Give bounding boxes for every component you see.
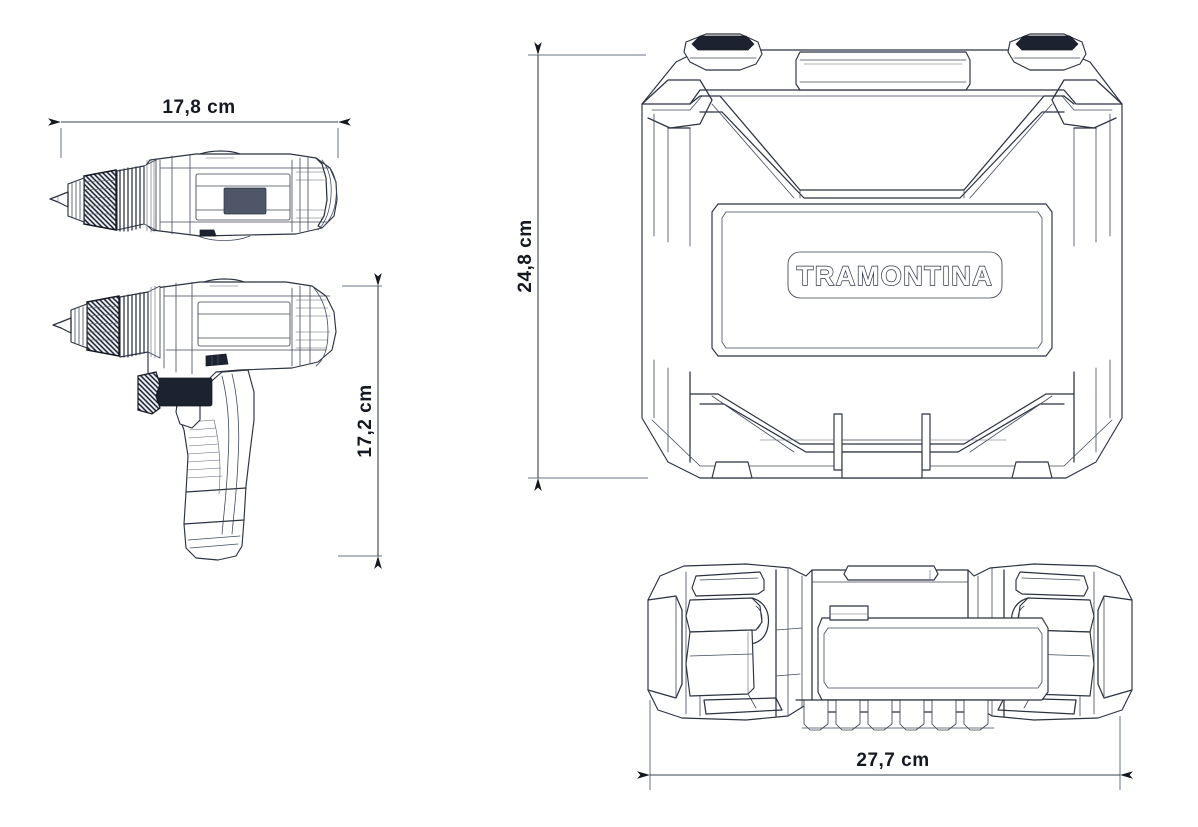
dimension-case-height: 24,8 cm: [515, 42, 648, 491]
motor-shaft-detail: [151, 377, 213, 407]
case-handle: [795, 51, 971, 91]
dimension-case-width: 27,7 cm: [637, 700, 1133, 790]
dimension-label-case-height: 24,8 cm: [515, 219, 536, 292]
drill-side-view: [52, 278, 337, 561]
drill-top-view: [49, 150, 338, 241]
dimension-label-case-width: 27,7 cm: [856, 750, 929, 771]
chuck-top: [83, 169, 117, 231]
chuck-side: [86, 295, 120, 357]
case-top-latch-left: [691, 571, 765, 597]
case-top-handle-notch: [843, 565, 939, 581]
case-top-finger-grooves: [803, 699, 989, 731]
dimension-drill-length: 17,8 cm: [48, 97, 351, 158]
case-top-view: [647, 563, 1133, 731]
case-top-handle-recess: [817, 617, 1049, 701]
case-top-latch-right: [1015, 571, 1089, 597]
case-front-view: TRAMONTINA: [641, 33, 1123, 479]
brand-name-text: TRAMONTINA: [797, 261, 993, 291]
dimension-drill-height: 17,2 cm: [338, 273, 382, 569]
dimension-label-drill-height: 17,2 cm: [355, 384, 376, 457]
brand-plaque: [787, 251, 1003, 299]
dimension-label-drill-length: 17,8 cm: [162, 97, 235, 118]
